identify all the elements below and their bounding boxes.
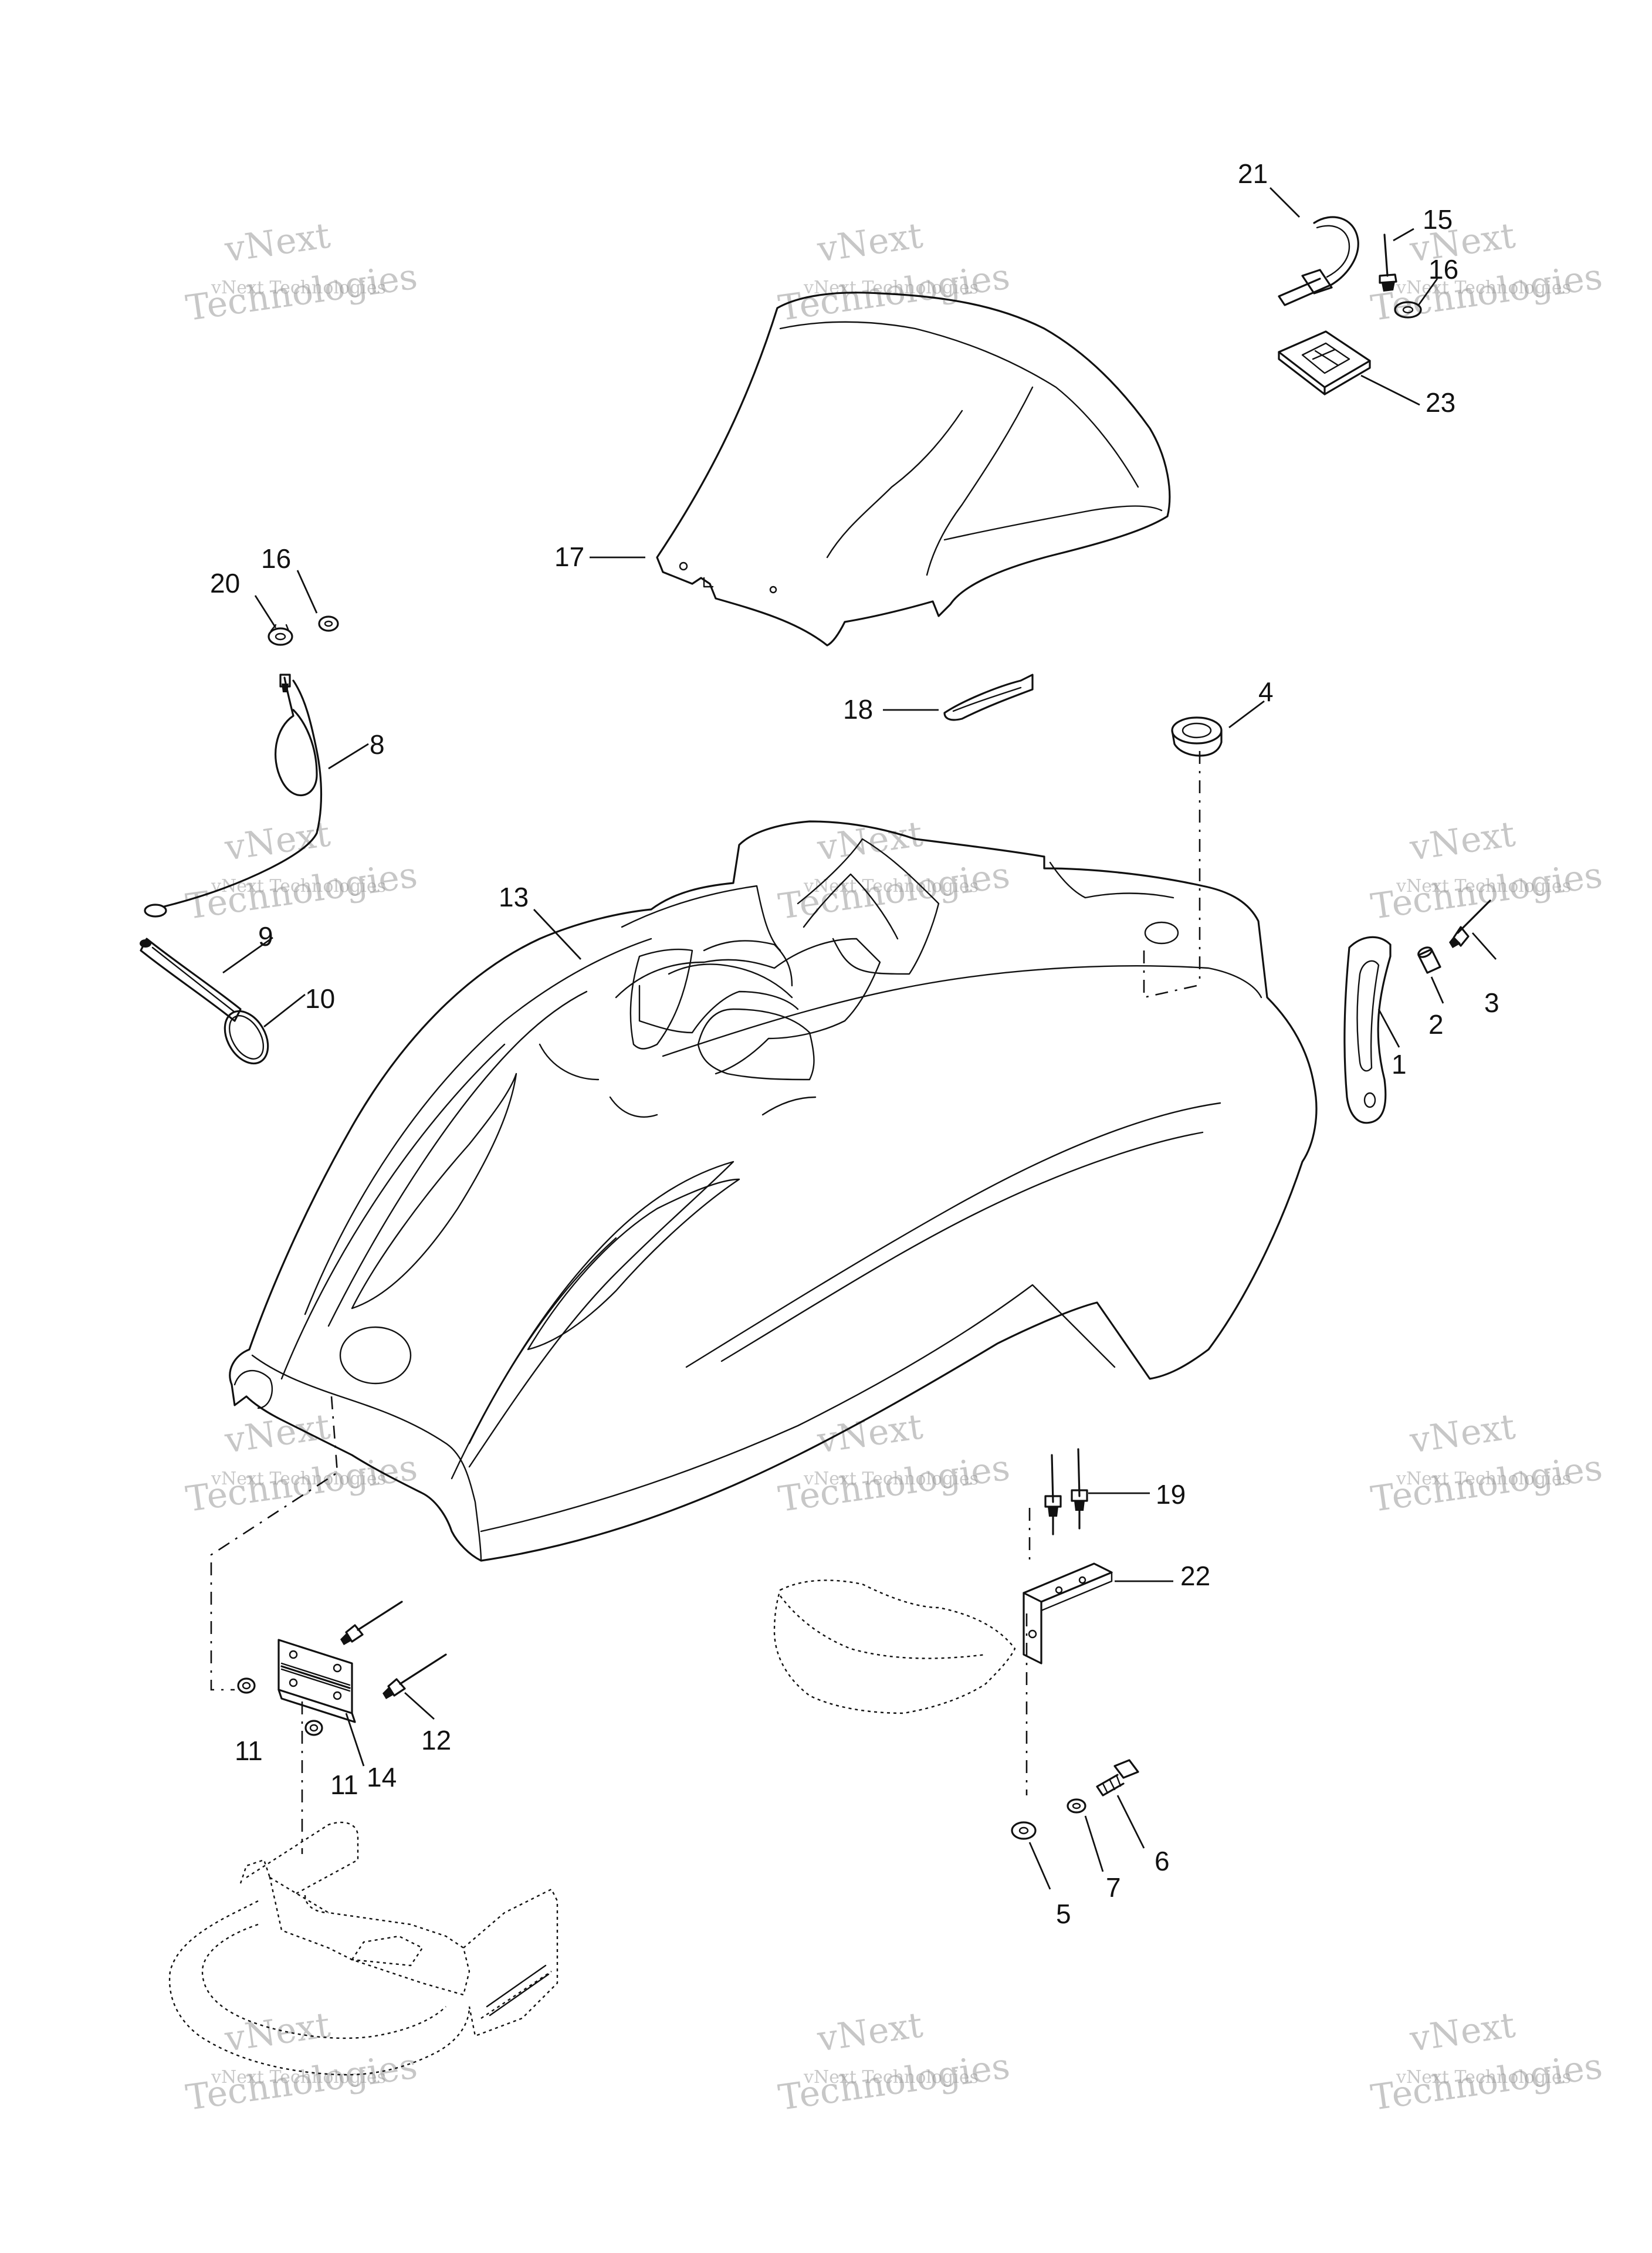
watermark: vNext Technologies vNext Technologies (1369, 1406, 1605, 1521)
callout-5[interactable]: 5 (1056, 1899, 1071, 1929)
watermark: vNext Technologies vNext Technologies (776, 1406, 1013, 1521)
watermark-line: vNext Technologies (1396, 278, 1571, 298)
washer-part-20[interactable] (268, 624, 293, 646)
callout-11-right[interactable]: 11 (330, 1770, 358, 1800)
callout-18[interactable]: 18 (843, 694, 873, 725)
tie-strap-part-21[interactable] (1278, 216, 1359, 306)
watermark-brand: vNext (222, 215, 333, 270)
callout-4[interactable]: 4 (1258, 676, 1274, 707)
callout-3[interactable]: 3 (1484, 987, 1499, 1018)
watermark-brand: vNext (814, 215, 925, 270)
bracket-part-22[interactable] (1023, 1562, 1113, 1665)
nut-part-16-left[interactable] (318, 615, 339, 632)
callout-16-left[interactable]: 16 (261, 543, 291, 574)
watermark: vNext Technologies vNext Technologies (776, 215, 1013, 330)
pin-part-9[interactable] (140, 938, 242, 1022)
watermark-brand: vNext (1407, 814, 1518, 869)
windshield-part-17[interactable] (656, 292, 1171, 647)
callout-21[interactable]: 21 (1238, 158, 1268, 189)
spacer-part-2[interactable] (1417, 946, 1441, 974)
clip-part-18[interactable] (943, 674, 1034, 721)
ring-part-10[interactable] (216, 1003, 276, 1071)
callout-8[interactable]: 8 (370, 729, 385, 760)
callout-13[interactable]: 13 (499, 882, 529, 912)
hood-part-13[interactable] (229, 820, 1318, 1562)
watermark-brand: vNext (222, 2005, 333, 2060)
watermark: vNext Technologies vNext Technologies (776, 814, 1013, 928)
washer-part-5[interactable] (1011, 1821, 1037, 1840)
lock-washer-part-7[interactable] (1067, 1798, 1086, 1814)
watermark: vNext Technologies vNext Technologies (184, 2005, 420, 2119)
rivets-part-12[interactable] (340, 1601, 447, 1699)
callout-20[interactable]: 20 (210, 568, 240, 598)
watermark-line: vNext Technologies (1396, 876, 1571, 897)
watermark-line: vNext Technologies (211, 278, 386, 298)
watermark: vNext Technologies vNext Technologies (1369, 2005, 1605, 2119)
callout-6[interactable]: 6 (1155, 1846, 1170, 1876)
callout-1[interactable]: 1 (1392, 1049, 1407, 1080)
hinge-part-14[interactable] (277, 1639, 356, 1723)
callout-16[interactable]: 16 (1428, 254, 1458, 285)
watermark: vNext Technologies vNext Technologies (1369, 814, 1605, 928)
watermark-line: vNext Technologies (211, 876, 386, 897)
callout-22[interactable]: 22 (1180, 1561, 1210, 1591)
watermark-brand: vNext (1407, 1406, 1518, 1462)
bumper-outline (168, 1821, 558, 2076)
nut-part-11-left[interactable] (237, 1677, 256, 1694)
watermark: vNext Technologies vNext Technologies (776, 2005, 1013, 2119)
headlight-outline (773, 1579, 1016, 1714)
watermark: vNext Technologies vNext Technologies (184, 1406, 420, 1521)
watermark-line: vNext Technologies (1396, 2067, 1571, 2088)
watermark-brand: vNext (222, 1406, 333, 1462)
screw-part-6[interactable] (1096, 1759, 1139, 1797)
watermark: vNext Technologies vNext Technologies (184, 814, 420, 928)
watermark-brand: vNext (222, 814, 333, 869)
callout-9[interactable]: 9 (258, 921, 273, 952)
watermark-brand: vNext (814, 1406, 925, 1462)
callout-15[interactable]: 15 (1423, 204, 1453, 235)
watermark-line: vNext Technologies (803, 876, 979, 897)
callout-7[interactable]: 7 (1106, 1872, 1121, 1903)
rivet-part-15[interactable] (1379, 234, 1397, 292)
callout-12[interactable]: 12 (421, 1725, 451, 1755)
assembly-line-left (210, 1396, 338, 1691)
callout-2[interactable]: 2 (1428, 1009, 1444, 1040)
rivet-part-3[interactable] (1449, 899, 1491, 948)
watermark-grid: vNext Technologies vNext Technologies vN… (184, 215, 1605, 2119)
callout-11-left[interactable]: 11 (235, 1736, 263, 1766)
washer-part-16-top[interactable] (1394, 301, 1422, 319)
leader-lines (222, 187, 1497, 1890)
tether-cable-part-8[interactable] (144, 674, 323, 918)
callout-labels: 21 15 16 23 17 20 16 8 18 4 13 9 10 3 2 … (210, 158, 1499, 1929)
callout-23[interactable]: 23 (1426, 387, 1455, 418)
watermark-line: vNext Technologies (211, 2067, 386, 2088)
watermark-brand: vNext (1407, 2005, 1518, 2060)
callout-14[interactable]: 14 (367, 1762, 397, 1792)
watermark-brand: vNext (814, 2005, 925, 2060)
tie-mount-part-23[interactable] (1278, 330, 1371, 395)
watermark: vNext Technologies vNext Technologies (184, 215, 420, 330)
watermark-line: vNext Technologies (211, 1469, 386, 1489)
watermark-line: vNext Technologies (1396, 1469, 1571, 1489)
nut-part-11-right[interactable] (304, 1720, 323, 1736)
handle-part-1[interactable] (1343, 936, 1392, 1124)
grommet-part-4[interactable] (1171, 716, 1223, 757)
watermark-line: vNext Technologies (803, 2067, 979, 2088)
watermark-line: vNext Technologies (803, 278, 979, 298)
callout-17[interactable]: 17 (554, 542, 584, 572)
callout-19[interactable]: 19 (1156, 1479, 1186, 1510)
watermark-line: vNext Technologies (803, 1469, 979, 1489)
rivets-part-19[interactable] (1044, 1448, 1088, 1535)
callout-10[interactable]: 10 (305, 983, 335, 1014)
